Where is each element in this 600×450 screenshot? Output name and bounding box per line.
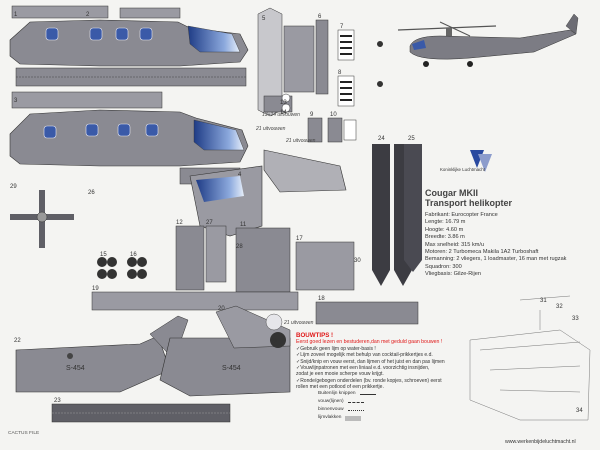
part-number: 33: [572, 316, 579, 322]
model-title: Cougar MKII: [425, 188, 478, 198]
part-number: 30: [354, 258, 361, 264]
legend-label: binnenvouw: [318, 407, 344, 412]
part-number: 27: [206, 220, 213, 226]
organization-label: Koninklijke Luchtmacht: [440, 167, 485, 172]
tip-item: ✓Snijd/knip en vouw eerst, dan lijmen of…: [296, 358, 445, 365]
glue-area-swatch: [345, 415, 362, 421]
part-number-labels: 1 2 3 4 5 6 7 8 9 10 11 12 13 14 15 16 1…: [10, 12, 583, 414]
annotation-unfold-21: 21 uitvouwen: [284, 320, 314, 326]
part-number: 20: [218, 306, 225, 312]
engine-parts: [91, 225, 419, 325]
part-number: 12: [176, 220, 183, 226]
fuselage-code: S-454: [66, 365, 85, 372]
tips-heading: BOUWTIPS !: [296, 332, 334, 339]
part-number: 18: [318, 296, 325, 302]
part-number: 28: [236, 244, 243, 250]
spec-line: Breedte: 3.86 m: [425, 234, 465, 241]
helicopter-preview: [397, 13, 579, 67]
rotor-blades-cross-left: [10, 190, 74, 248]
part-number: 31: [540, 298, 547, 304]
line-legend: Buitenlijn knippen vouw(lijnen) binnenvo…: [318, 390, 376, 422]
fuselage-side-upper: [9, 5, 249, 67]
wheel-parts: [97, 257, 147, 279]
tail-section-lower: [15, 315, 291, 423]
part-number: 5: [262, 16, 266, 22]
tip-item: ✓Lijm zoveel mogelijk met behulp van coc…: [296, 352, 433, 359]
inner-fold-swatch: [347, 409, 364, 411]
part-number: 32: [556, 304, 563, 310]
part-number: 17: [296, 236, 303, 242]
website-url[interactable]: www.werkenbijdeluchtmacht.nl: [505, 439, 576, 445]
tips-subheading: Eerst goed lezen en bestuderen,dan met g…: [296, 339, 443, 346]
legend-label: lijmvlakken: [318, 415, 342, 420]
part-number: 22: [14, 338, 21, 344]
tip-item: zodat je een mooie scherpe vouw krijgt.: [296, 371, 384, 378]
spec-line: Lengte: 16.79 m: [425, 219, 466, 226]
part-number: 10: [330, 112, 337, 118]
spec-line: Vliegbasis: Gilze-Rijen: [425, 271, 481, 278]
annotation-unfold-21: 21 uitvouwen: [286, 138, 316, 144]
part-number: 23: [54, 398, 61, 404]
build-tips: BOUWTIPS ! Eerst goed lezen en bestudere…: [296, 332, 466, 391]
part-number: 24: [378, 136, 385, 142]
part-number: 13: [280, 100, 287, 106]
spec-line: Hoogte: 4.60 m: [425, 226, 464, 233]
part-number: 8: [338, 70, 342, 76]
fuselage-bottom-strip: [15, 67, 247, 87]
part-number: 3: [14, 98, 18, 104]
cockpit-nose-part: [189, 149, 347, 237]
part-number: 29: [10, 184, 17, 190]
fuselage-code: S-454: [222, 365, 241, 372]
tip-item: ✓Gebruik geen lijm op water-basis !: [296, 345, 376, 352]
annotation-unfold-21: 21 uitvouwen: [256, 126, 286, 132]
model-info: Cougar MKII Transport helikopter Fabrika…: [425, 188, 595, 279]
cut-line-swatch: [359, 393, 376, 395]
fuselage-side-lower: [9, 91, 249, 185]
tip-item: ✓Vouwlijnpatronen met een liniaal e.d. v…: [296, 365, 430, 372]
rotor-hub-parts: [307, 117, 357, 143]
tip-item: rollen met een potlood of een prikkertje…: [296, 384, 384, 391]
part-number: 25: [408, 136, 415, 142]
part-number: 19: [92, 286, 99, 292]
main-rotor-blades: [372, 144, 422, 286]
part-number: 6: [318, 14, 322, 20]
part-number: 7: [340, 24, 344, 30]
part-number: 2: [86, 12, 90, 18]
part-number: 4: [238, 172, 242, 178]
spec-line: Bemanning: 2 vliegers, 1 loadmaster, 16 …: [425, 256, 567, 263]
spec-line: Fabrikant: Eurocopter France: [425, 212, 498, 218]
part-number: 15: [100, 252, 107, 258]
model-subtitle: Transport helikopter: [425, 198, 513, 208]
legend-label: Buitenlijn knippen: [318, 391, 356, 396]
spec-line: Squadron: 300: [425, 263, 462, 270]
part-number: 16: [130, 252, 137, 258]
tip-item: ✓Ronde/gebogen onderdelen (bv. ronde kop…: [296, 377, 442, 384]
annotation-unfold-13-14: 13+14 uitvouwen: [262, 112, 300, 118]
brand-logo: CACTUS FILE: [8, 431, 40, 436]
part-number: 11: [240, 222, 247, 228]
part-number: 21: [271, 339, 278, 345]
part-number: 9: [310, 112, 314, 118]
part-number: 26: [88, 190, 95, 196]
part-number: 14: [280, 110, 287, 116]
legend-label: vouw(lijnen): [318, 399, 344, 404]
tail-boom-parts: [257, 7, 329, 117]
small-vertical-parts: [337, 29, 383, 107]
part-number: 34: [576, 408, 583, 414]
assembly-diagram: [469, 295, 591, 421]
organization-emblem-icon: [470, 150, 492, 172]
fold-line-swatch: [347, 401, 364, 403]
side-sponson: [215, 305, 291, 349]
spec-line: Motoren: 2 Turbomeca Makila 1A2 Turbosha…: [425, 249, 539, 256]
part-number: 1: [14, 12, 18, 18]
spec-line: Max snelheid: 315 km/u: [425, 241, 485, 248]
